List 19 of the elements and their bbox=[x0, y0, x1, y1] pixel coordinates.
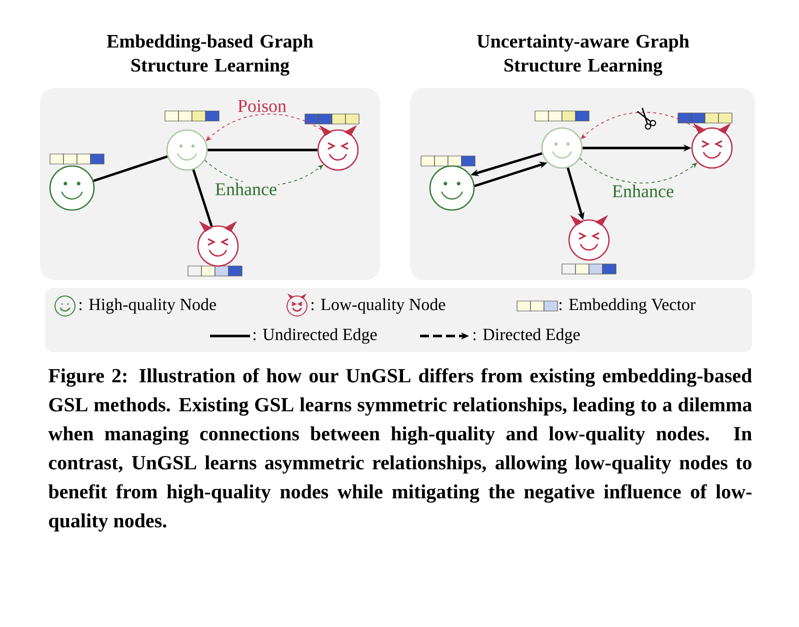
smiley-face-icon bbox=[49, 165, 95, 211]
edge-label: Enhance bbox=[214, 182, 278, 196]
devil-face-icon bbox=[568, 215, 610, 261]
legend-text: : Directed Edge bbox=[474, 328, 580, 344]
legend-text: : High-quality Node bbox=[80, 298, 216, 314]
panel-title: Embedding-based Graph Structure Learning bbox=[106, 34, 314, 76]
devil-face-icon bbox=[197, 221, 239, 267]
smiley-face-icon bbox=[541, 127, 583, 169]
smiley-face-icon bbox=[166, 129, 208, 171]
legend-text: : Low-quality Node bbox=[312, 298, 446, 314]
legend-text: : Embedding Vector bbox=[560, 298, 696, 314]
panel-title: Uncertainty-aware Graph Structure Learning bbox=[477, 34, 690, 76]
smiley-face-icon bbox=[429, 165, 475, 211]
edge-label: Enhance bbox=[611, 184, 675, 198]
devil-face-icon bbox=[691, 123, 733, 169]
legend-text: : Undirected Edge bbox=[254, 328, 377, 344]
devil-face-icon bbox=[317, 125, 359, 171]
caption: Figure 2: Illustration of how our UnGSL differs from existing embedding-based GSL methods. Existing GSL learns symmetric relationships, leading to a dilemma when managing connections between high-quality and low-quality nodes. In contrast, UnGSL learns asymmetric relationships, allowing low-quality nodes to benefit from high-quality nodes while mitigating the negative influence of low-quality nodes. bbox=[48, 368, 752, 532]
edge-label: Poison bbox=[236, 98, 288, 114]
